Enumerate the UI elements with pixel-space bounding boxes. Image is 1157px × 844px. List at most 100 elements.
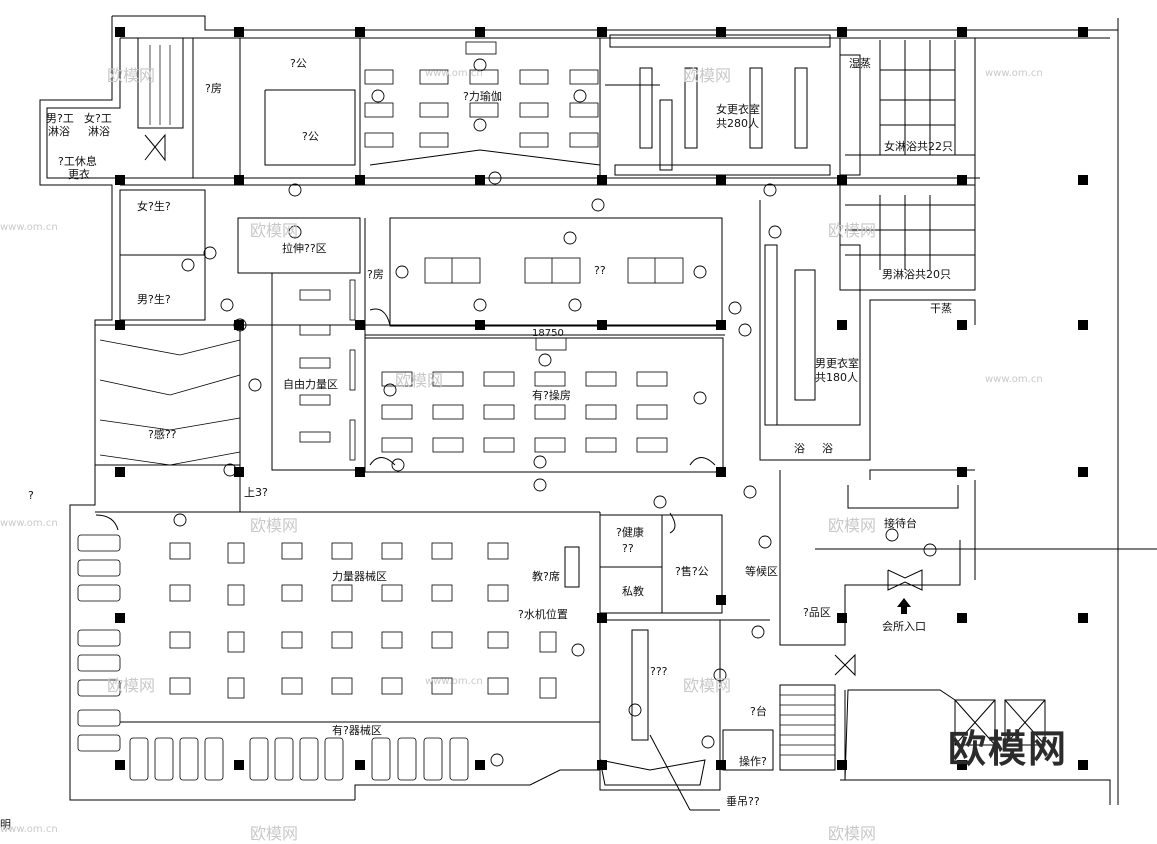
label-up-stairs: 上3? bbox=[244, 486, 268, 499]
watermark: 欧模网 bbox=[250, 824, 299, 843]
label-sales-office: ?售?公 bbox=[675, 565, 709, 578]
locker-bank bbox=[659, 99, 673, 171]
watermark: 欧模网 bbox=[683, 66, 732, 85]
label-dry-steam: 干蒸 bbox=[930, 302, 952, 315]
label-strength-zone: 力量器械区 bbox=[332, 570, 387, 583]
label-hanging: 垂吊?? bbox=[726, 795, 760, 808]
watermark: 欧模网 bbox=[828, 516, 877, 535]
elevator bbox=[1004, 699, 1046, 746]
label-room-top: ?房 bbox=[205, 82, 222, 95]
treadmills-left bbox=[77, 534, 121, 752]
label-coach-station: 教?席 bbox=[532, 570, 560, 583]
locker-bank bbox=[764, 244, 778, 426]
wall bbox=[264, 89, 356, 166]
watermark: 欧模网 bbox=[107, 66, 156, 85]
pingpong-tables bbox=[424, 257, 684, 284]
label-operation: 操作? bbox=[739, 755, 767, 768]
label-shop: ? bbox=[28, 489, 34, 502]
spin-bikes bbox=[99, 339, 241, 466]
outer-wall-left-inner bbox=[46, 38, 121, 179]
label-reception: 接待台 bbox=[884, 517, 917, 530]
entrance-door bbox=[887, 569, 923, 591]
label-men-locker-count: 共180人 bbox=[815, 371, 858, 384]
watermark-url: www.om.cn bbox=[425, 68, 483, 79]
watermark: 欧模网 bbox=[250, 221, 299, 240]
outer-wall-bottom-right bbox=[840, 779, 1111, 805]
hanging-zone bbox=[599, 759, 706, 786]
label-yoga: ?力瑜伽 bbox=[463, 90, 502, 103]
outer-wall-top bbox=[112, 15, 1119, 31]
leader-line bbox=[649, 734, 691, 811]
wall bbox=[844, 689, 956, 781]
door bbox=[834, 653, 856, 677]
label-health-2: ?? bbox=[622, 542, 634, 555]
watermark: 欧模网 bbox=[395, 371, 444, 390]
reception-desk bbox=[847, 485, 959, 509]
wall bbox=[759, 200, 976, 461]
label-aerobics-top: ?? bbox=[594, 264, 606, 277]
watermark-url: www.om.cn bbox=[0, 518, 58, 529]
door-arc bbox=[95, 514, 119, 531]
free-weight-benches bbox=[299, 279, 356, 461]
wall bbox=[765, 244, 861, 426]
label-bath-left: 浴 bbox=[794, 442, 805, 455]
light-fixtures bbox=[173, 58, 937, 767]
locker-bank bbox=[684, 67, 698, 149]
label-aerobics-room: 有?操房 bbox=[532, 389, 571, 402]
brand-logo: 欧模网 bbox=[948, 727, 1069, 771]
aerobics-mats bbox=[381, 337, 668, 453]
door-arc bbox=[669, 512, 676, 534]
door-arc bbox=[689, 457, 716, 466]
outer-wall-bottom bbox=[354, 769, 721, 800]
label-coach-shower-m: 男?工 bbox=[46, 112, 74, 125]
label-staff-change: 更衣 bbox=[68, 168, 90, 181]
watermark: 欧模网 bbox=[107, 676, 156, 695]
label-health-1: ?健康 bbox=[616, 526, 644, 539]
stairs-bottom bbox=[779, 684, 836, 771]
label-women-shower: 女淋浴共22只 bbox=[884, 140, 953, 153]
watermark-url: www.om.cn bbox=[985, 374, 1043, 385]
label-spinning: ?感?? bbox=[148, 428, 177, 441]
shower-stalls-women bbox=[845, 40, 975, 156]
stretch-room bbox=[237, 217, 361, 274]
wall bbox=[839, 185, 976, 291]
label-women-locker-count: 共280人 bbox=[716, 117, 759, 130]
watermark: 欧模网 bbox=[828, 221, 877, 240]
watermark-url: www.om.cn bbox=[0, 824, 58, 835]
door-arc bbox=[369, 457, 396, 466]
label-coach-shower-f: 女?工 bbox=[84, 112, 112, 125]
label-men-locker: 男更衣室 bbox=[815, 357, 859, 370]
yoga-stage bbox=[369, 149, 601, 166]
label-dimension: 18750 bbox=[532, 328, 564, 339]
label-stretch: 拉伸??区 bbox=[282, 242, 327, 255]
label-female-wc: 女?生? bbox=[137, 200, 171, 213]
elevator bbox=[954, 699, 996, 746]
door bbox=[144, 133, 166, 162]
watermark-url: www.om.cn bbox=[0, 222, 58, 233]
label-male-wc: 男?生? bbox=[137, 293, 171, 306]
label-private-coach: 私教 bbox=[622, 585, 644, 598]
locker-bank bbox=[794, 269, 816, 401]
watermark-url: www.om.cn bbox=[425, 676, 483, 687]
label-room-mid: ?房 bbox=[367, 268, 384, 281]
treadmills-bottom bbox=[129, 737, 469, 781]
label-bar-counter: ?台 bbox=[750, 705, 767, 718]
label-goods-area: ?品区 bbox=[803, 606, 831, 619]
locker-bank bbox=[639, 67, 653, 149]
aerobics-room-upper bbox=[389, 217, 723, 327]
label-office-1: ?公 bbox=[290, 57, 307, 70]
yoga-mats bbox=[364, 41, 599, 148]
label-coach-shower-m2: 淋浴 bbox=[48, 125, 70, 138]
label-coach-shower-f2: 淋浴 bbox=[88, 125, 110, 138]
watermark: 欧模网 bbox=[828, 824, 877, 843]
wall bbox=[869, 469, 975, 480]
shower-stalls-men bbox=[845, 195, 975, 270]
stair-treads bbox=[149, 45, 171, 125]
label-waiting-area: 等候区 bbox=[745, 565, 778, 578]
outer-wall-left-upper bbox=[39, 16, 355, 801]
sales-office bbox=[661, 514, 723, 614]
locker-bank bbox=[794, 67, 808, 149]
label-wet-steam: 湿蒸 bbox=[849, 57, 871, 70]
label-men-shower: 男淋浴共20只 bbox=[882, 268, 951, 281]
